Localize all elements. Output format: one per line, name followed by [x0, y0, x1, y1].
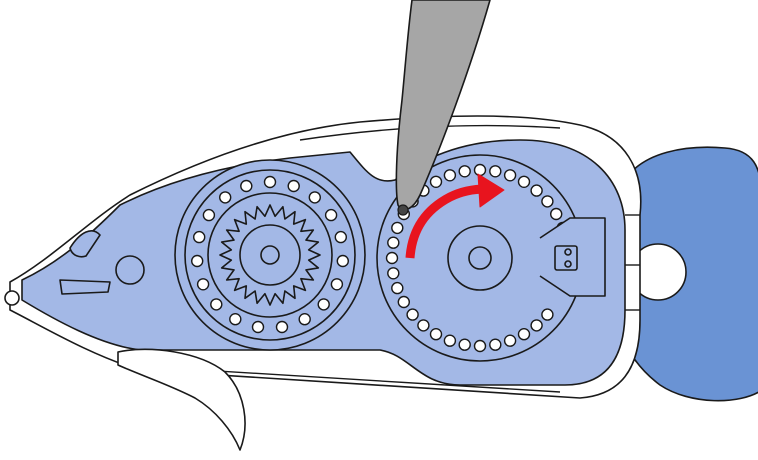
supply-reel-hole	[336, 254, 349, 268]
tip-roller	[4, 290, 20, 306]
supply-reel-hole	[308, 191, 321, 204]
takeup-reel-latch-pin	[564, 260, 572, 268]
axle-pin	[115, 255, 145, 285]
takeup-reel	[376, 154, 606, 362]
supply-reel-hole	[324, 208, 338, 222]
takeup-reel-hole	[550, 207, 563, 221]
supply-reel-hole	[202, 208, 216, 222]
takeup-reel-hole	[489, 165, 502, 178]
takeup-reel-hole	[473, 339, 487, 353]
takeup-reel-hole	[406, 308, 419, 321]
supply-reel-hole	[240, 179, 253, 193]
takeup-reel-hole	[417, 319, 430, 332]
tape-tip	[4, 230, 145, 306]
takeup-reel-hole	[517, 175, 531, 189]
rotation-arrow-arc	[405, 184, 487, 259]
takeup-reel-hole	[387, 267, 400, 280]
screwdriver-icon	[395, 0, 491, 216]
takeup-reel-hole	[391, 281, 404, 295]
supply-reel	[174, 159, 366, 351]
screwdriver-shaft	[395, 0, 491, 211]
supply-reel-hole	[330, 278, 344, 291]
takeup-reel-hole	[429, 175, 443, 189]
takeup-reel-hole	[541, 308, 554, 321]
end-cap-shell	[621, 146, 758, 402]
takeup-reel-hole	[517, 328, 531, 341]
supply-reel-hole	[317, 298, 330, 311]
rotation-arrow-head	[477, 173, 505, 208]
tip-guide	[59, 279, 111, 295]
takeup-reel-hole	[541, 195, 554, 208]
takeup-reel-latch-pin	[564, 248, 572, 256]
takeup-reel-hole	[473, 163, 487, 177]
takeup-reel-hole	[429, 328, 443, 341]
supply-reel-axle	[260, 245, 280, 265]
supply-reel-hole	[196, 278, 210, 291]
rotate-clockwise-arrow-icon	[405, 173, 505, 259]
supply-reel-hole	[192, 230, 206, 244]
end-cap	[621, 146, 758, 402]
takeup-reel-hole	[503, 169, 517, 182]
takeup-reel-hole	[503, 334, 517, 347]
bottom-clip	[117, 348, 246, 451]
takeup-reel-hole	[387, 236, 400, 249]
takeup-reel-hole	[397, 295, 410, 309]
supply-reel-hole	[218, 191, 232, 204]
takeup-reel-hole	[391, 221, 404, 235]
screwdriver-tip	[397, 204, 409, 216]
takeup-reel-hole	[443, 169, 457, 182]
supply-reel-hole	[287, 179, 300, 193]
takeup-reel-hole	[489, 338, 502, 351]
supply-reel-hole	[298, 313, 311, 326]
takeup-reel-holes	[385, 163, 569, 353]
tip-guide	[69, 230, 101, 258]
supply-reel-hole	[334, 230, 347, 244]
supply-reel-hole	[275, 320, 289, 334]
supply-reel-hole	[251, 320, 265, 334]
supply-reel-hole	[263, 175, 277, 189]
supply-reel-hole	[229, 313, 242, 326]
takeup-reel-hole	[530, 184, 543, 197]
takeup-reel-hole	[530, 319, 543, 332]
supply-reel-hole	[210, 298, 223, 311]
takeup-reel-axle	[468, 246, 492, 270]
takeup-reel-hole	[458, 165, 471, 178]
takeup-reel-hole	[443, 334, 457, 347]
supply-reel-hole	[190, 254, 204, 268]
takeup-reel-hole	[458, 338, 471, 351]
takeup-reel-hole	[385, 251, 399, 265]
supply-reel-holes	[190, 175, 349, 334]
